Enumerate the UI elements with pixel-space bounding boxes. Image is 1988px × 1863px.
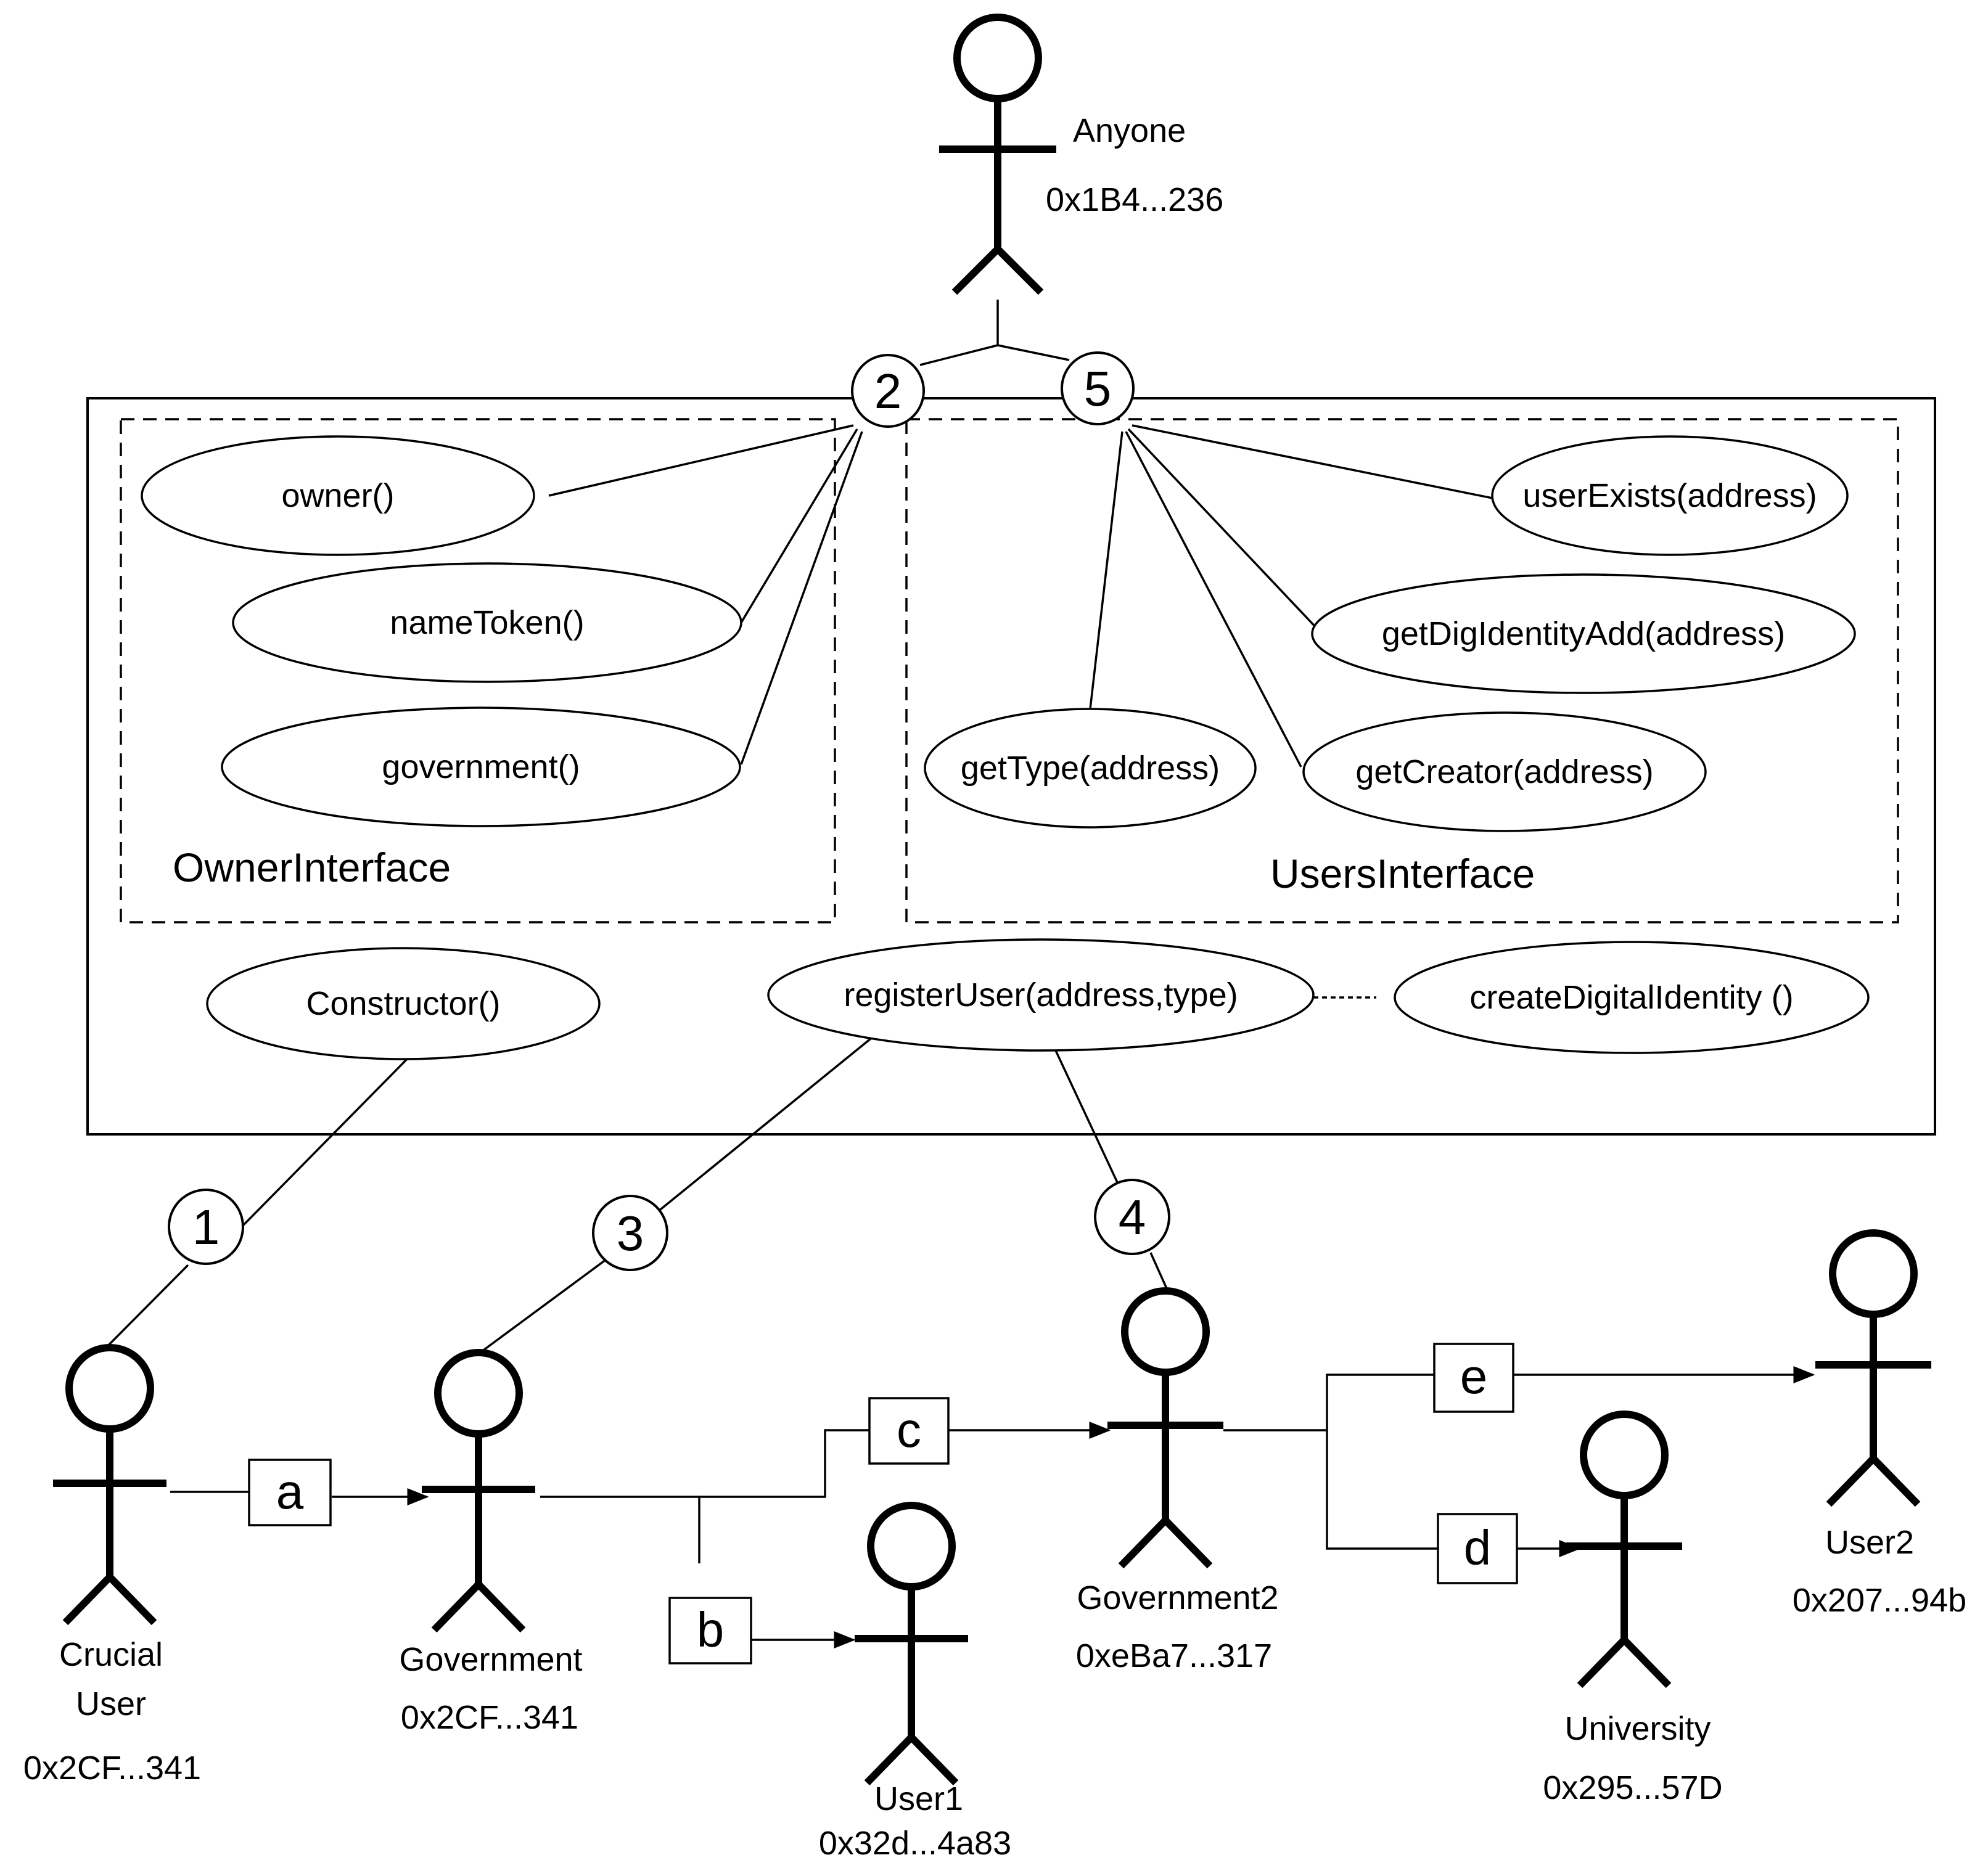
users-interface-group — [905, 418, 1899, 923]
method-government-label: government() — [382, 748, 580, 785]
owner-interface-label: OwnerInterface — [173, 845, 451, 890]
actor-anyone-address: 0x1B4...236 — [1046, 181, 1223, 218]
edge-label-e: e — [1433, 1343, 1514, 1413]
actor-anyone — [939, 14, 1056, 295]
method-get-dig-identity[interactable]: getDigIdentityAdd(address) — [1311, 573, 1856, 694]
actor-user2 — [1815, 1229, 1931, 1507]
step-circle-5: 5 — [1061, 351, 1135, 425]
method-get-creator[interactable]: getCreator(address) — [1302, 711, 1707, 832]
step-circle-3: 3 — [592, 1195, 668, 1271]
edge-label-d: d — [1437, 1513, 1518, 1584]
actor-government-address: 0x2CF...341 — [401, 1699, 578, 1736]
method-register-user-label: registerUser(address,type) — [844, 977, 1238, 1013]
method-owner[interactable]: owner() — [141, 435, 535, 556]
method-get-creator-label: getCreator(address) — [1355, 753, 1653, 790]
actor-crucial-user-name-line1: Crucial — [59, 1636, 163, 1673]
edge-label-a: a — [248, 1459, 332, 1526]
method-name-token-label: nameToken() — [390, 604, 584, 641]
step-circle-4: 4 — [1094, 1179, 1170, 1255]
method-user-exists-label: userExists(address) — [1522, 477, 1817, 514]
method-constructor[interactable]: Constructor() — [206, 947, 601, 1060]
actor-government2 — [1107, 1287, 1223, 1569]
actor-university-address: 0x295...57D — [1543, 1769, 1722, 1806]
step-4-label: 4 — [1119, 1190, 1146, 1245]
connection-lines — [102, 300, 1499, 1355]
method-get-dig-identity-label: getDigIdentityAdd(address) — [1382, 615, 1785, 652]
actor-crucial-user-name-line2: User — [76, 1685, 146, 1722]
owner-interface-group — [120, 418, 836, 923]
actor-anyone-name: Anyone — [1073, 112, 1186, 149]
actor-government-name: Government — [399, 1641, 582, 1678]
method-government[interactable]: government() — [221, 706, 741, 827]
method-get-type[interactable]: getType(address) — [924, 708, 1257, 829]
method-create-digital-identity-label: createDigitalIdentity () — [1469, 979, 1793, 1016]
method-register-user[interactable]: registerUser(address,type) — [767, 938, 1315, 1052]
actor-user2-name: User2 — [1825, 1524, 1914, 1561]
actor-government — [422, 1349, 535, 1633]
edge-d-text: d — [1464, 1520, 1492, 1575]
method-get-type-label: getType(address) — [961, 750, 1220, 787]
actor-government2-address: 0xeBa7...317 — [1076, 1637, 1272, 1674]
method-owner-label: owner() — [281, 477, 394, 514]
step-5-label: 5 — [1084, 361, 1112, 416]
actor-university — [1566, 1411, 1682, 1689]
step-3-label: 3 — [617, 1206, 644, 1261]
users-methods: userExists(address) getDigIdentityAdd(ad… — [924, 435, 1856, 832]
edge-b-text: b — [697, 1602, 725, 1657]
step-circle-2: 2 — [851, 354, 925, 428]
flow-arrows — [170, 1366, 1815, 1648]
actor-user2-address: 0x207...94b — [1793, 1582, 1966, 1619]
users-interface-label: UsersInterface — [1270, 851, 1535, 896]
edge-a-text: a — [276, 1464, 304, 1519]
actor-crucial-user — [53, 1344, 166, 1626]
step-1-label: 1 — [192, 1200, 220, 1255]
method-name-token[interactable]: nameToken() — [232, 562, 742, 683]
edge-e-text: e — [1460, 1349, 1488, 1404]
actor-university-name: University — [1564, 1710, 1711, 1747]
actor-user1-name: User1 — [874, 1780, 963, 1817]
edge-label-c: c — [868, 1397, 950, 1465]
actor-user1 — [855, 1502, 968, 1786]
method-user-exists[interactable]: userExists(address) — [1491, 435, 1849, 556]
actor-user1-address: 0x32d...4a83 — [819, 1825, 1011, 1862]
system-boundary — [86, 397, 1936, 1136]
step-2-label: 2 — [874, 364, 902, 419]
owner-methods: owner() nameToken() government() — [141, 435, 742, 827]
method-create-digital-identity[interactable]: createDigitalIdentity () — [1394, 941, 1870, 1054]
step-circle-1: 1 — [168, 1189, 244, 1265]
actor-crucial-user-address: 0x2CF...341 — [23, 1750, 201, 1787]
edge-label-b: b — [668, 1597, 752, 1664]
edge-c-text: c — [897, 1402, 921, 1457]
method-constructor-label: Constructor() — [306, 985, 500, 1022]
actor-government2-name: Government2 — [1077, 1579, 1278, 1616]
